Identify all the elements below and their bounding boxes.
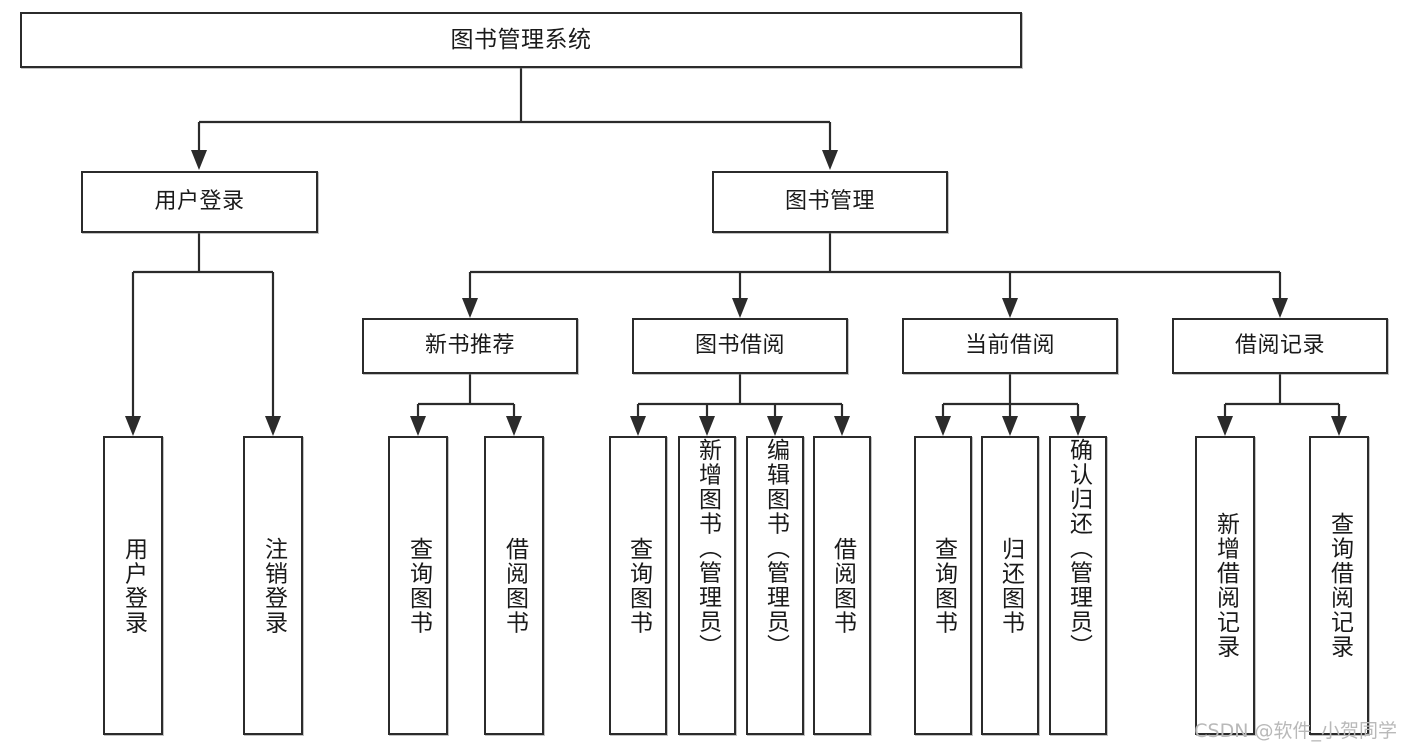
node-label: 图书借阅 [694,333,785,359]
node-label: 借阅记录 [1234,333,1325,359]
arrow-to-user-login [191,150,207,170]
arrow-current-borrow-leaf2 [1002,416,1018,436]
arrow-current-borrow-leaf3 [1070,416,1086,436]
node-label: 新增借阅记录 [1212,512,1239,659]
node-label: 新书推荐 [424,333,515,359]
arrow-user-login-leaf1 [125,416,141,436]
leaf-new-book-query-books[interactable]: 查询图书 [388,436,448,735]
arrow-current-borrow-leaf1 [935,416,951,436]
node-label: 编辑图书（管理员） [762,438,789,659]
leaf-user-login-logout[interactable]: 注销登录 [243,436,303,735]
node-user-login[interactable]: 用户登录 [81,171,318,233]
leaf-user-login-login[interactable]: 用户登录 [103,436,163,735]
node-label: 查询借阅记录 [1326,512,1353,659]
arrow-book-borrow-leaf4 [834,416,850,436]
node-new-book-recommend[interactable]: 新书推荐 [362,318,578,374]
arrow-borrow-record-leaf1 [1217,416,1233,436]
csdn-watermark: CSDN @软件_小贺同学 [1194,720,1397,742]
node-label: 当前借阅 [964,333,1055,359]
node-book-management[interactable]: 图书管理 [712,171,948,233]
leaf-new-book-borrow-books[interactable]: 借阅图书 [484,436,544,735]
node-label: 图书管理 [784,189,875,215]
node-label: 归还图书 [997,536,1024,635]
node-label: 借阅图书 [829,536,856,635]
leaf-book-borrow-add-book-admin[interactable]: 新增图书（管理员） [678,436,736,735]
node-current-borrow[interactable]: 当前借阅 [902,318,1118,374]
arrow-borrow-record-leaf2 [1331,416,1347,436]
leaf-book-borrow-borrow-books[interactable]: 借阅图书 [813,436,871,735]
node-borrow-record[interactable]: 借阅记录 [1172,318,1388,374]
arrow-to-borrow-record [1272,298,1288,318]
leaf-borrow-record-add-record[interactable]: 新增借阅记录 [1195,436,1255,735]
leaf-book-borrow-query-books[interactable]: 查询图书 [609,436,667,735]
leaf-current-borrow-return-books[interactable]: 归还图书 [981,436,1039,735]
node-label: 图书管理系统 [450,26,592,53]
leaf-current-borrow-confirm-return-admin[interactable]: 确认归还（管理员） [1049,436,1107,735]
node-root-book-management-system[interactable]: 图书管理系统 [20,12,1022,68]
arrow-user-login-leaf2 [265,416,281,436]
arrow-to-current-borrow [1002,298,1018,318]
node-label: 借阅图书 [501,536,528,635]
arrow-book-borrow-leaf1 [630,416,646,436]
arrow-to-new-book [462,298,478,318]
arrow-book-borrow-leaf2 [699,416,715,436]
node-label: 查询图书 [405,536,432,635]
arrow-to-book-mgmt [822,150,838,170]
node-label: 新增图书（管理员） [694,438,721,659]
leaf-current-borrow-query-books[interactable]: 查询图书 [914,436,972,735]
node-label: 用户登录 [120,536,147,635]
node-book-borrow[interactable]: 图书借阅 [632,318,848,374]
node-label: 用户登录 [154,189,245,215]
arrow-to-book-borrow [732,298,748,318]
node-label: 注销登录 [260,536,287,635]
leaf-book-borrow-edit-book-admin[interactable]: 编辑图书（管理员） [746,436,804,735]
leaf-borrow-record-query-record[interactable]: 查询借阅记录 [1309,436,1369,735]
node-label: 查询图书 [625,536,652,635]
node-label: 查询图书 [930,536,957,635]
arrow-new-book-leaf2 [506,416,522,436]
node-label: 确认归还（管理员） [1065,438,1092,659]
arrow-new-book-leaf1 [410,416,426,436]
arrow-book-borrow-leaf3 [767,416,783,436]
